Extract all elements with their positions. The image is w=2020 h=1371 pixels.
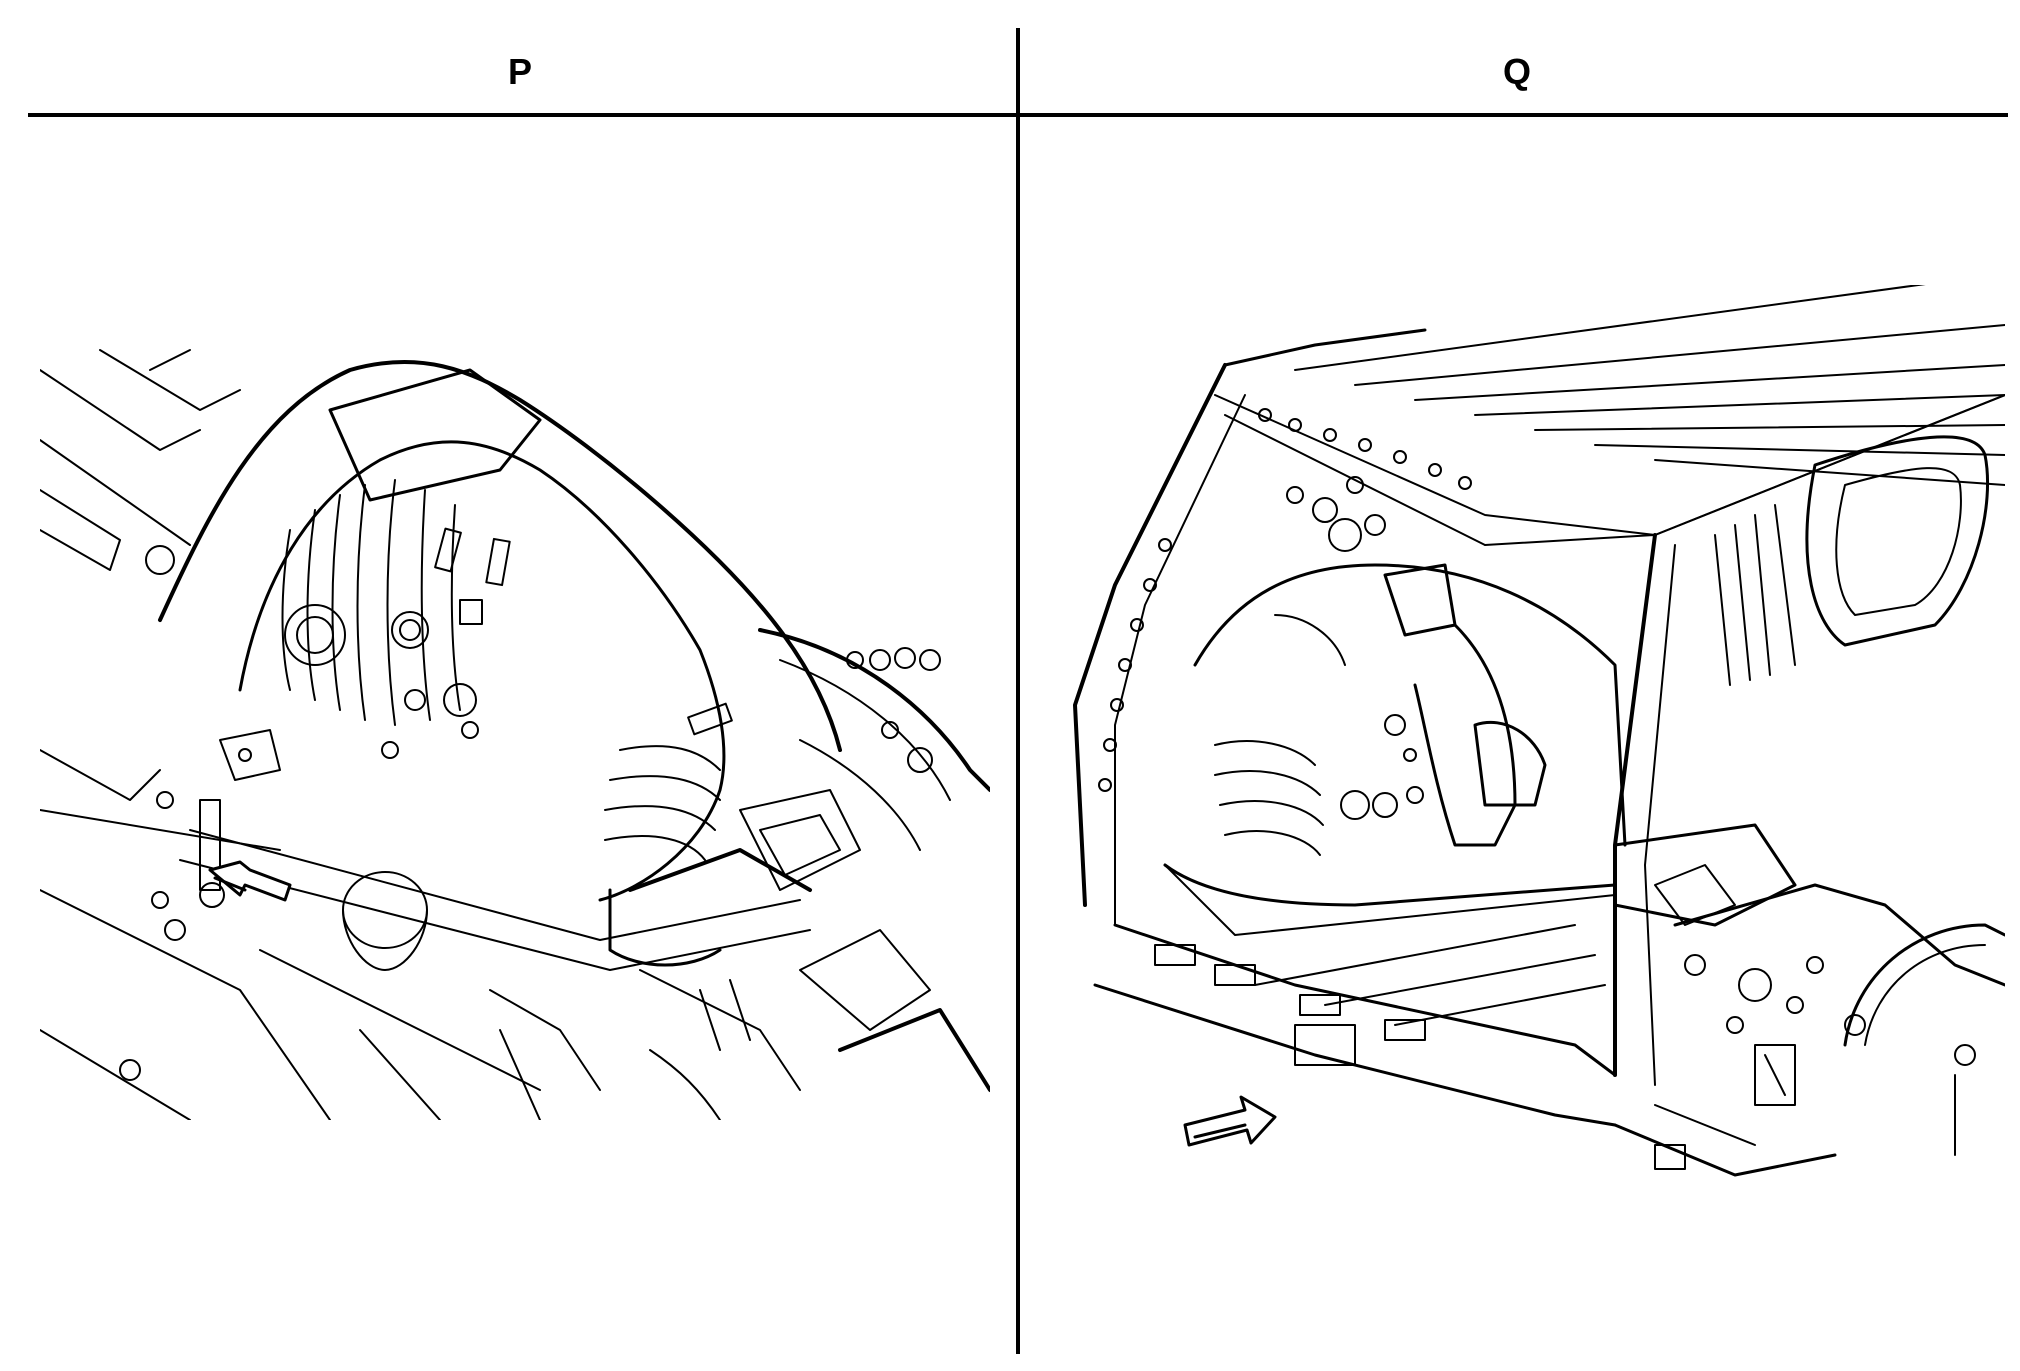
panel-p-drawing [40, 330, 990, 1120]
panel-divider [1016, 28, 1020, 1354]
panel-q-drawing [1055, 285, 2005, 1195]
view-direction-arrow-icon [208, 860, 292, 902]
view-direction-arrow-icon [1183, 1095, 1277, 1147]
panel-label-q: Q [1502, 51, 1531, 92]
panel-label-p: P [507, 51, 532, 92]
